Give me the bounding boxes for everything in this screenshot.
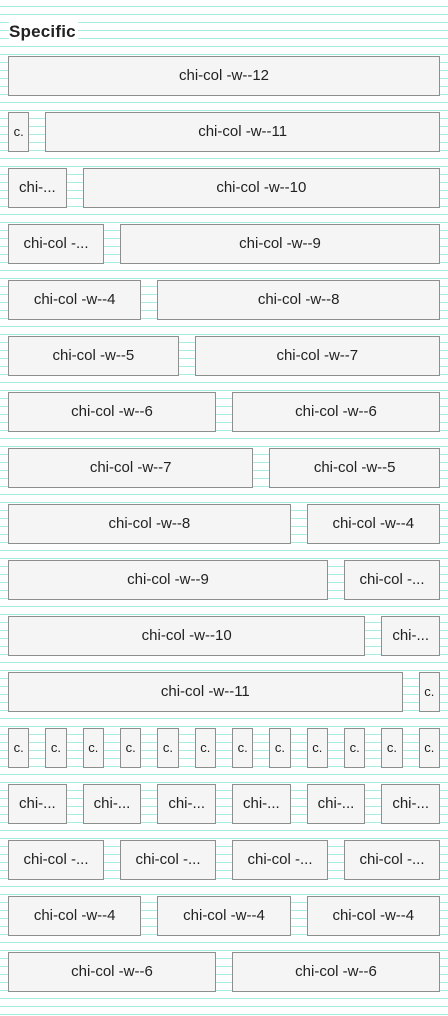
grid-column-cell: c. <box>157 728 179 768</box>
grid-column-cell: c. <box>344 728 366 768</box>
grid-column-cell: chi-col -w--9 <box>120 224 440 264</box>
grid-column-cell: chi-col -w--8 <box>8 504 291 544</box>
grid-column-cell: chi-col -w--5 <box>269 448 440 488</box>
grid-column-cell: chi-col -w--6 <box>232 952 440 992</box>
grid-column-cell: chi-... <box>381 616 440 656</box>
grid-column-cell: c. <box>8 112 30 152</box>
grid-column-cell: chi-col -w--4 <box>157 896 291 936</box>
grid-column-cell: chi-col -w--10 <box>8 616 366 656</box>
grid-column-cell: c. <box>45 728 67 768</box>
grid-column-cell: chi-col -w--4 <box>8 896 142 936</box>
grid-row: c. c. c. c. c. c. c. c. c. c. c. c. <box>8 728 440 768</box>
grid-column-cell: chi-... <box>8 168 67 208</box>
grid-row: chi-col -w--11 c. <box>8 672 440 712</box>
grid-column-cell: chi-col -w--4 <box>306 896 440 936</box>
grid-column-cell: chi-... <box>157 784 216 824</box>
grid-column-cell: c. <box>418 728 440 768</box>
grid-row: c. chi-col -w--11 <box>8 112 440 152</box>
grid-column-cell: chi-col -... <box>344 840 440 880</box>
grid-row: chi-col -w--12 <box>8 56 440 96</box>
grid-column-cell: chi-... <box>381 784 440 824</box>
grid-row: chi-col -w--6 chi-col -w--6 <box>8 952 440 992</box>
grid-column-cell: chi-col -... <box>120 840 216 880</box>
grid-column-cell: chi-col -w--4 <box>306 504 440 544</box>
grid-column-cell: chi-col -w--6 <box>8 952 216 992</box>
grid-column-cell: c. <box>82 728 104 768</box>
grid-column-cell: chi-col -w--6 <box>8 392 216 432</box>
grid-column-cell: chi-col -w--4 <box>8 280 142 320</box>
grid-column-cell: c. <box>8 728 30 768</box>
grid-column-cell: chi-... <box>306 784 366 824</box>
grid-column-cell: c. <box>269 728 291 768</box>
grid-column-cell: c. <box>194 728 216 768</box>
grid-column-cell: chi-col -w--5 <box>8 336 179 376</box>
grid-column-cell: chi-col -w--7 <box>194 336 440 376</box>
grid-row: chi-col -w--8 chi-col -w--4 <box>8 504 440 544</box>
grid-row: chi-... chi-col -w--10 <box>8 168 440 208</box>
grid-column-cell: c. <box>381 728 403 768</box>
grid-column-cell: chi-col -w--7 <box>8 448 254 488</box>
grid-row: chi-col -... chi-col -... chi-col -... chi-… <box>8 840 440 880</box>
grid-column-cell: chi-... <box>8 784 67 824</box>
grid-row: chi-col -w--9 chi-col -... <box>8 560 440 600</box>
grid-row: chi-col -w--4 chi-col -w--8 <box>8 280 440 320</box>
grid-column-cell: c. <box>306 728 328 768</box>
grid-column-cell: chi-... <box>232 784 291 824</box>
grid-row: chi-col -w--7 chi-col -w--5 <box>8 448 440 488</box>
grid-row: chi-col -w--4 chi-col -w--4 chi-col -w--4 <box>8 896 440 936</box>
grid-row: chi-col -... chi-col -w--9 <box>8 224 440 264</box>
grid-row: chi-col -w--10 chi-... <box>8 616 440 656</box>
grid-column-cell: chi-col -w--10 <box>82 168 440 208</box>
grid-row: chi-... chi-... chi-... chi-... chi-... chi-.… <box>8 784 440 824</box>
grid-column-cell: chi-col -w--9 <box>8 560 328 600</box>
grid-column-cell: chi-col -... <box>8 840 104 880</box>
grid-row: chi-col -w--6 chi-col -w--6 <box>8 392 440 432</box>
grid-column-cell: chi-col -w--12 <box>8 56 440 96</box>
grid-column-cell: chi-col -w--11 <box>8 672 403 712</box>
grid-column-cell: c. <box>120 728 142 768</box>
grid-column-cell: c. <box>418 672 440 712</box>
grid-column-cell: chi-col -... <box>344 560 440 600</box>
grid-column-cell: chi-col -w--11 <box>45 112 440 152</box>
grid-row: chi-col -w--5 chi-col -w--7 <box>8 336 440 376</box>
grid-column-cell: chi-col -... <box>232 840 328 880</box>
grid-column-cell: chi-col -w--6 <box>232 392 440 432</box>
grid-column-cell: chi-... <box>82 784 142 824</box>
section-title: Specific <box>9 22 78 42</box>
grid-column-cell: c. <box>232 728 254 768</box>
grid-column-cell: chi-col -... <box>8 224 104 264</box>
grid-column-cell: chi-col -w--8 <box>157 280 440 320</box>
